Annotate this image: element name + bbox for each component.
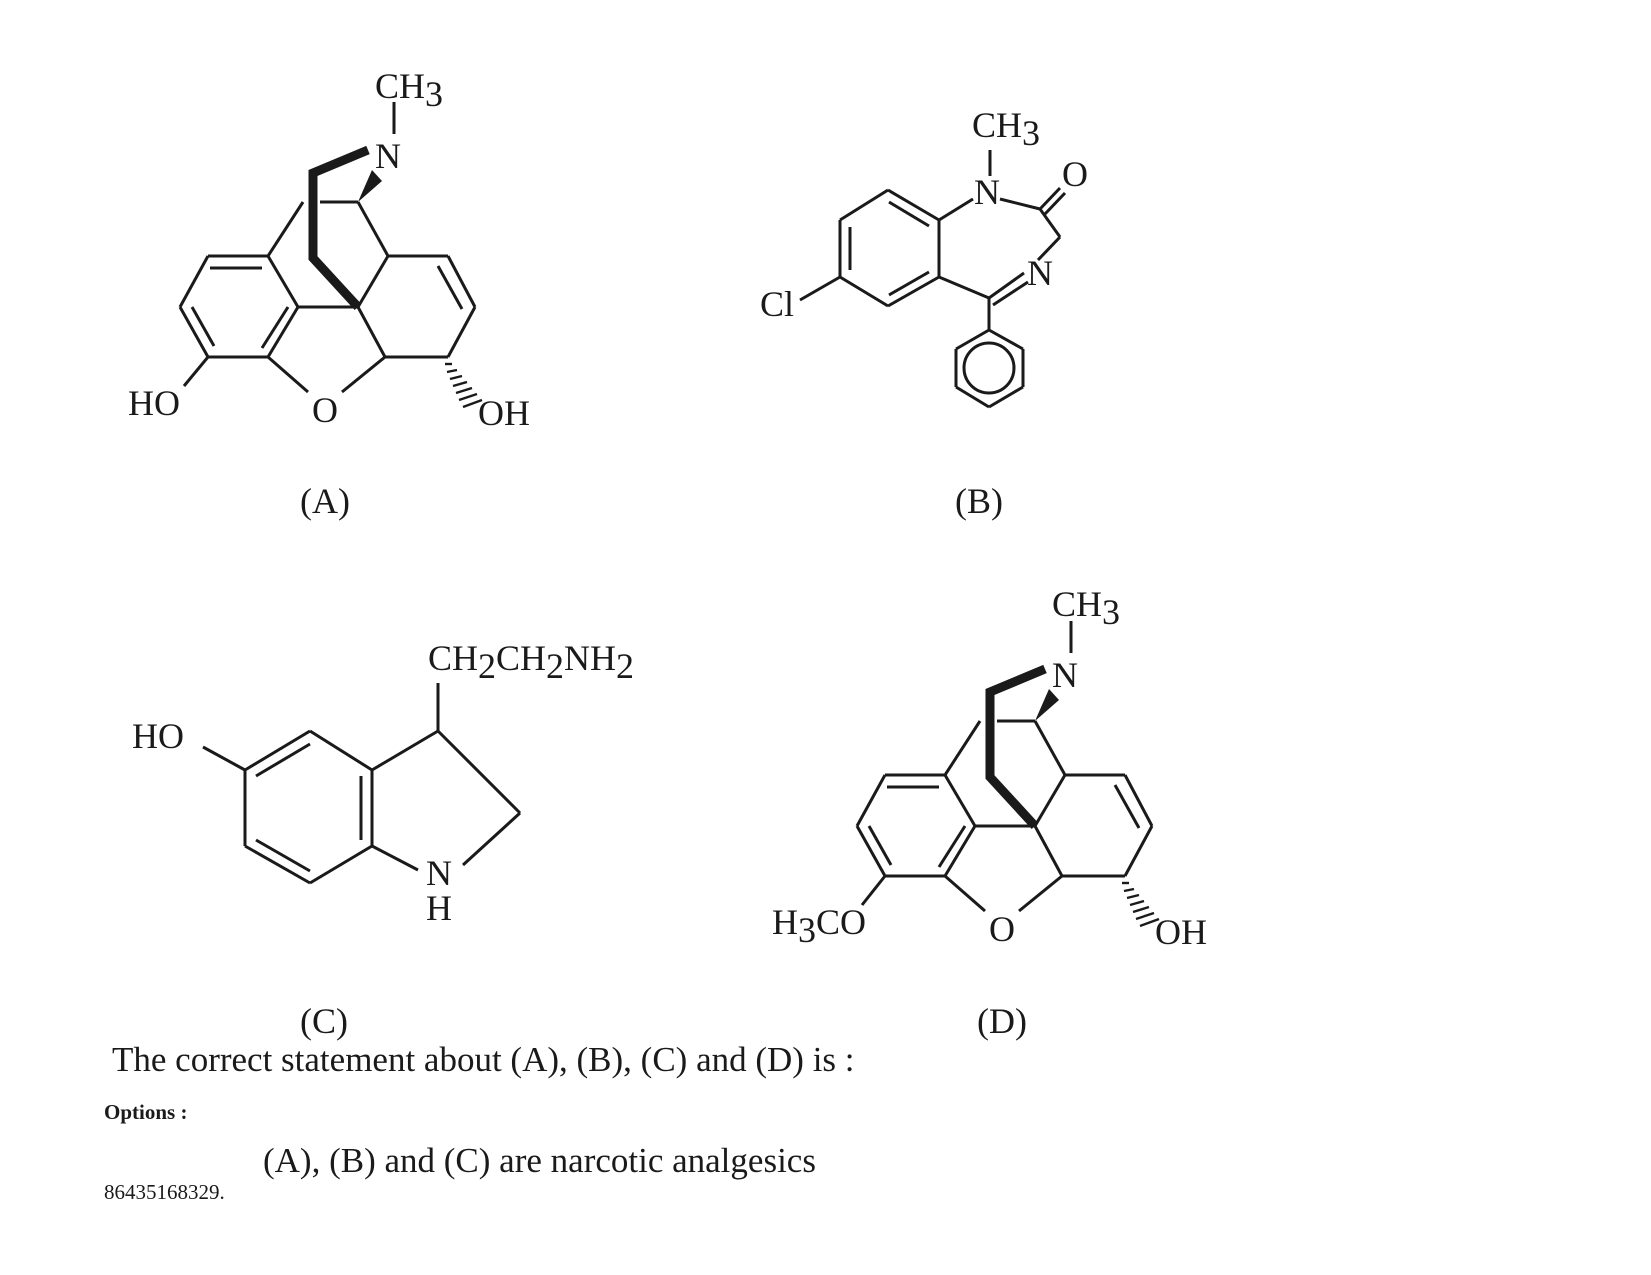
structure-b-n2-label: N [1027, 253, 1053, 293]
structure-c-ho-label: HO [132, 716, 184, 756]
structure-d-oh-label: OH [1155, 912, 1207, 952]
option-id: 86435168329. [104, 1180, 225, 1204]
structure-d-caption: (D) [977, 1001, 1027, 1041]
structure-d: CH3 N H3CO O OH [772, 584, 1207, 952]
structure-b-ch3-label: CH3 [972, 105, 1040, 153]
structure-b-o-label: O [1062, 154, 1088, 194]
structure-a-caption: (A) [300, 481, 350, 521]
structure-a-ch3-label: CH3 [375, 66, 443, 114]
structure-d-n-label: N [1052, 655, 1078, 695]
structure-c-n-label: N [426, 853, 452, 893]
structure-a-n-label: N [375, 136, 401, 176]
structure-a-oh-label: OH [478, 393, 530, 433]
structure-c-h-label: H [426, 888, 452, 928]
structure-d-h3co-label: H3CO [772, 902, 866, 950]
structure-b-cl-label: Cl [760, 284, 794, 324]
structure-c-caption: (C) [300, 1001, 348, 1041]
structure-d-o-label: O [989, 909, 1015, 949]
structure-d-ch3-label: CH3 [1052, 584, 1120, 632]
structure-a: CH3 N HO O OH [128, 66, 530, 433]
structure-c-side-chain-label: CH2CH2NH2 [428, 638, 634, 686]
option-text[interactable]: (A), (B) and (C) are narcotic analgesics [263, 1141, 816, 1180]
structure-b-caption: (B) [955, 481, 1003, 521]
structure-c: CH2CH2NH2 HO N H [132, 638, 634, 928]
options-heading: Options : [104, 1100, 188, 1124]
question-text: The correct statement about (A), (B), (C… [112, 1040, 855, 1079]
structure-b-n1-label: N [974, 172, 1000, 212]
structure-a-o-label: O [312, 390, 338, 430]
structure-b: CH3 N O N Cl [760, 105, 1088, 409]
structure-a-ho-label: HO [128, 383, 180, 423]
